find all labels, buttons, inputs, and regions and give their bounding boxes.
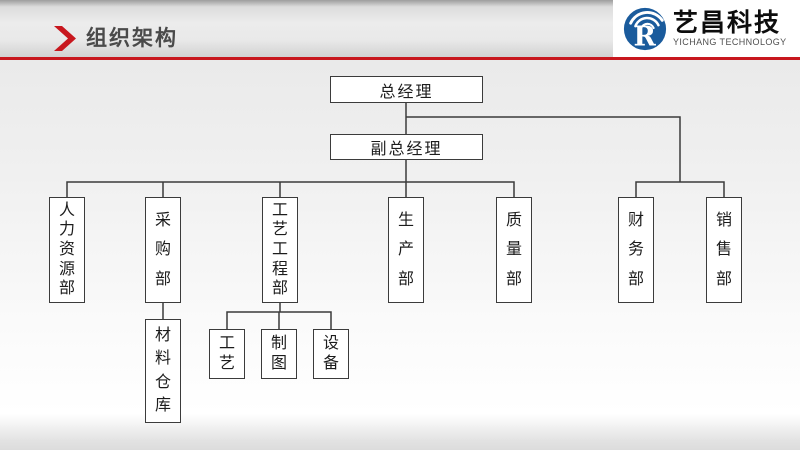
org-node-char: 程 (271, 260, 288, 278)
org-node-char: 设 (322, 334, 339, 352)
org-node-char: 料 (154, 350, 171, 368)
org-node-char: 财 (627, 211, 644, 229)
org-node-char: 购 (154, 241, 171, 258)
org-node-char: 销 (715, 211, 732, 229)
org-node-char: 售 (715, 241, 732, 258)
org-node-char: 材 (154, 327, 171, 345)
org-node-xiaoshou: 销售部 (706, 197, 742, 303)
org-node-renliziyuan: 人力资源部 (49, 197, 85, 303)
org-node-char: 工 (271, 240, 288, 258)
org-node-char: 人 (58, 201, 75, 219)
org-node-char: 部 (505, 270, 522, 288)
company-logo: R 艺昌科技 YICHANG TECHNOLOGY (613, 0, 800, 57)
logo-letter: R (634, 21, 657, 52)
org-node-char: 源 (58, 260, 75, 278)
org-node-caigou: 采购部 (145, 197, 181, 303)
org-node-char: 产 (397, 241, 414, 258)
company-name: 艺昌科技 (673, 8, 782, 37)
org-node-char: 艺 (271, 221, 288, 239)
org-node-char: 仓 (154, 373, 171, 391)
org-node-char: 备 (322, 355, 339, 373)
org-node-char: 工 (218, 334, 235, 352)
org-node-char: 工 (271, 201, 288, 219)
org-node-shengchan: 生产部 (388, 197, 424, 303)
logo-text: 艺昌科技 YICHANG TECHNOLOGY (673, 8, 787, 48)
logo-mark-icon: R (623, 7, 667, 52)
org-chart: 总经理副总经理人力资源部采购部工艺工程部生产部质量部财务部销售部材料仓库工艺制图… (0, 60, 800, 450)
org-node-char: 艺 (218, 355, 235, 373)
org-node-char: 部 (154, 270, 171, 288)
org-node-char: 务 (627, 241, 644, 258)
slide-header: 组织架构 R 艺昌科技 YICHANG TECHNOLOGY (0, 0, 800, 60)
org-node-char: 部 (271, 280, 288, 298)
org-node-gongyi: 工艺 (209, 329, 245, 379)
org-node-cailiaocangku: 材料仓库 (145, 319, 181, 423)
org-node-char: 生 (397, 211, 414, 229)
page-title: 组织架构 (86, 27, 178, 50)
org-node-char: 图 (270, 355, 287, 373)
org-node-char: 资 (58, 240, 75, 258)
org-node-zhiliang: 质量部 (496, 197, 532, 303)
org-node-char: 部 (397, 270, 414, 288)
org-node-zongjingli: 总经理 (330, 76, 483, 103)
org-node-char: 采 (154, 211, 171, 229)
org-node-char: 质 (505, 211, 522, 229)
org-node-char: 部 (627, 270, 644, 288)
org-node-char: 力 (58, 221, 75, 239)
chevron-right-icon (54, 26, 76, 51)
company-name-en: YICHANG TECHNOLOGY (673, 36, 787, 47)
org-node-char: 库 (154, 396, 171, 414)
org-node-char: 制 (270, 334, 287, 352)
org-node-zhitu: 制图 (261, 329, 297, 379)
org-node-caiwu: 财务部 (618, 197, 654, 303)
org-node-gongyigongcheng: 工艺工程部 (262, 197, 298, 303)
title-block: 组织架构 (54, 26, 178, 51)
org-node-char: 部 (715, 270, 732, 288)
org-node-char: 量 (505, 241, 522, 258)
header-accent-line (0, 57, 800, 60)
org-node-char: 部 (58, 280, 75, 298)
org-node-fuzongjingli: 副总经理 (330, 134, 483, 160)
org-node-shebei: 设备 (313, 329, 349, 379)
